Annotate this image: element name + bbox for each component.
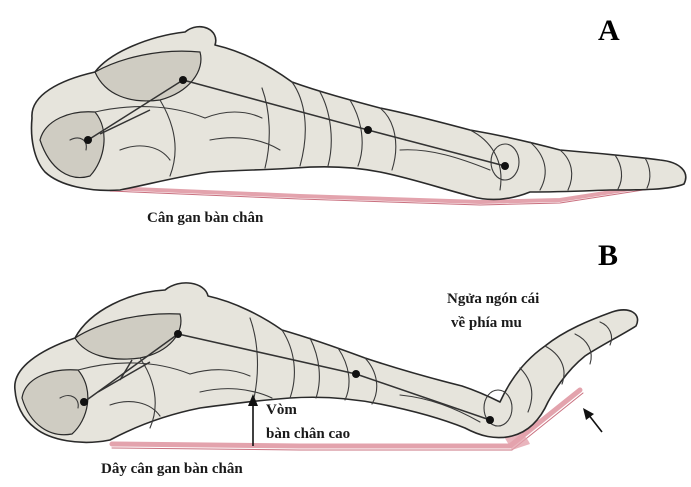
label-plantar-fascia-taut: Dây cân gan bàn chân (101, 461, 243, 477)
label-plantar-fascia: Cân gan bàn chân (147, 210, 264, 226)
panel-letter-a: A (598, 14, 620, 47)
label-arch-line1: Vòm (266, 402, 297, 418)
label-toe-line1: Ngửa ngón cái (447, 291, 539, 307)
joint-dot (486, 416, 494, 424)
joint-dot (84, 136, 92, 144)
joint-dot (364, 126, 372, 134)
label-arch-line2: bàn chân cao (266, 426, 350, 442)
joint-dot (501, 162, 509, 170)
toe-dorsiflexion-arrow (583, 408, 602, 432)
joint-dot (174, 330, 182, 338)
panel-letter-b: B (598, 239, 618, 272)
joint-dot (179, 76, 187, 84)
joint-dot (352, 370, 360, 378)
panel-b: B Ngửa ngón cái về phía mu Vòm bàn chân … (15, 239, 638, 477)
panel-a: A Cân gan bàn chân (32, 14, 686, 226)
joint-dot (80, 398, 88, 406)
label-toe-line2: về phía mu (451, 315, 522, 331)
